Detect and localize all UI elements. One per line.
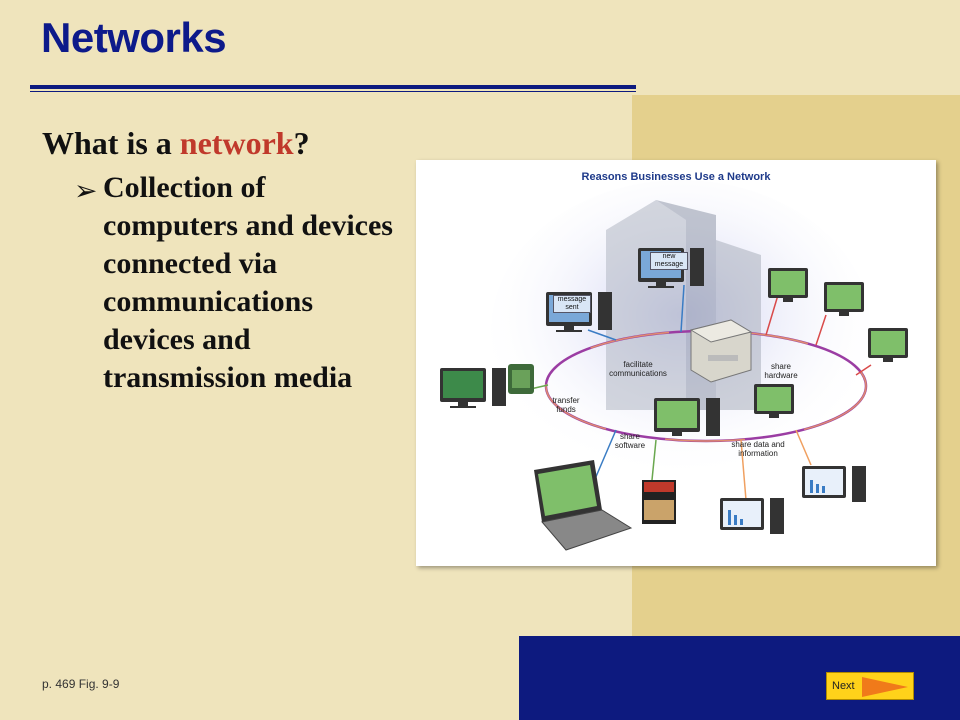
slide-title: Networks [41,14,227,61]
software-box-icon [642,480,676,524]
question-suffix: ? [293,125,310,161]
arrowhead-bullet-icon: ➢ [74,174,98,207]
title-underline [30,85,636,89]
printer-icon [689,319,753,383]
share-hardware-label: share hardware [764,362,798,380]
facilitate-communications-label: facilitate communications [609,360,667,378]
transfer-funds-label: transfer funds [552,396,580,414]
question-prefix: What is a [42,125,180,161]
figure-title: Reasons Businesses Use a Network [581,171,771,183]
page-reference: p. 469 Fig. 9-9 [42,677,120,691]
money-icon [508,364,534,394]
message-sent-label: message sent [553,295,591,313]
next-button[interactable]: Next [826,672,914,700]
network-figure: Reasons Businesses Use a Network new mes… [416,160,936,566]
network-illustration [440,180,908,551]
title-underline-thin [30,91,636,92]
share-data-label: share data and information [731,440,785,458]
question-highlight: network [179,125,294,161]
bullet-text: Collection of computers and devices conn… [103,171,393,394]
desktop-computer-icons [440,248,908,534]
share-software-label: share software [614,432,646,450]
new-message-label: new message [650,252,688,270]
play-arrow-icon [862,677,908,697]
next-label: Next [832,680,855,692]
question-heading: What is a network? [42,125,310,162]
laptop-icon [534,460,633,551]
